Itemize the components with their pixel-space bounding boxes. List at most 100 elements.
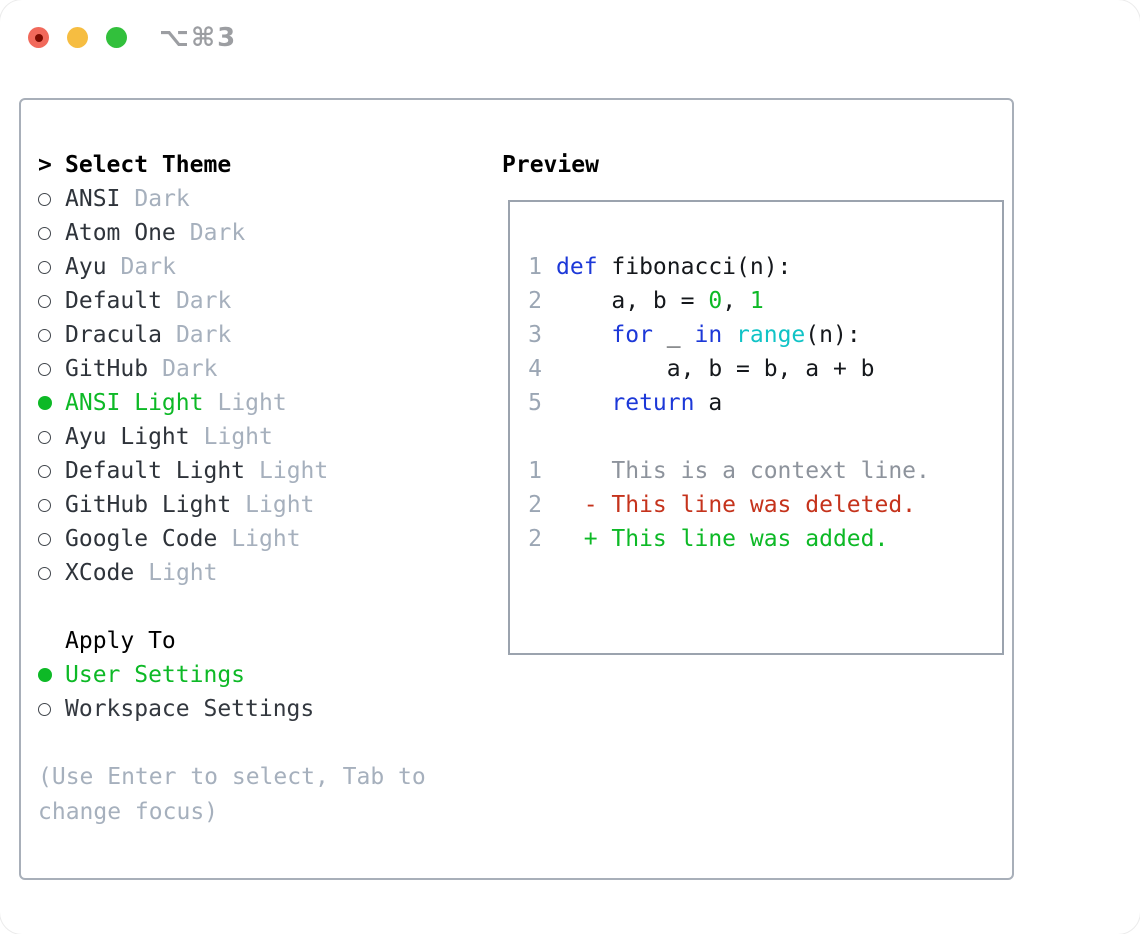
code-text: fibonacci(n): (611, 254, 792, 280)
theme-option-default-light[interactable]: Default Light Light (38, 454, 493, 488)
radio-icon (38, 430, 51, 444)
line-number: 5 (528, 390, 542, 416)
titlebar: ⌥⌘3 (0, 0, 1140, 75)
diff-context-line: 1 This is a context line. (528, 454, 1002, 488)
code-text: , (722, 288, 750, 314)
theme-name: GitHub (65, 356, 149, 382)
theme-name: ANSI (65, 186, 121, 212)
radio-icon (38, 362, 51, 376)
spacer (528, 420, 1002, 454)
code-number-literal: 0 (708, 288, 723, 314)
diff-added-text: + This line was added. (556, 526, 889, 552)
traffic-lights (0, 27, 127, 48)
theme-option-xcode-light[interactable]: XCode Light (38, 556, 493, 590)
code-keyword: in (694, 322, 723, 348)
theme-list-column: > Select Theme ANSI Dark Atom One Dark A… (38, 148, 493, 830)
code-keyword: return (611, 390, 695, 416)
select-theme-header-row: > Select Theme (38, 148, 493, 182)
theme-name: Google Code (65, 526, 218, 552)
keyboard-shortcut-label: ⌥⌘3 (159, 22, 238, 53)
theme-selector-panel: > Select Theme ANSI Dark Atom One Dark A… (19, 98, 1014, 880)
theme-variant: Dark (134, 186, 190, 212)
line-number: 1 (528, 254, 542, 280)
theme-name: Default Light (65, 458, 246, 484)
code-text: _ (652, 322, 695, 348)
theme-name: GitHub Light (65, 492, 232, 518)
theme-option-ayu-dark[interactable]: Ayu Dark (38, 250, 493, 284)
diff-deleted-text: - This line was deleted. (556, 492, 917, 518)
radio-icon (38, 192, 51, 206)
zoom-button[interactable] (106, 27, 127, 48)
code-keyword: for (611, 322, 653, 348)
code-line: 1 def fibonacci(n): (528, 250, 1002, 284)
theme-variant: Light (245, 492, 315, 518)
line-number: 4 (528, 356, 542, 382)
theme-option-atom-one-dark[interactable]: Atom One Dark (38, 216, 493, 250)
radio-icon (38, 498, 51, 512)
preview-title: Preview (502, 152, 599, 178)
theme-option-ansi-light-selected[interactable]: ANSI Light Light (38, 386, 493, 420)
radio-icon (38, 566, 51, 580)
theme-name: Atom One (65, 220, 176, 246)
line-number: 2 (528, 492, 542, 518)
radio-icon (38, 532, 51, 546)
radio-icon (38, 294, 51, 308)
code-text (556, 390, 611, 416)
theme-variant: Dark (189, 220, 246, 246)
line-number: 3 (528, 322, 542, 348)
radio-icon (38, 260, 51, 274)
code-text: (n): (805, 322, 861, 348)
diff-context-text: This is a context line. (556, 458, 930, 484)
apply-to-header-row: Apply To (38, 624, 493, 658)
code-text: a, b = (556, 288, 709, 314)
theme-option-ansi-dark[interactable]: ANSI Dark (38, 182, 493, 216)
code-preview-box: 1 def fibonacci(n): 2 a, b = 0 , 1 3 for (508, 200, 1004, 655)
apply-option-user-settings[interactable]: User Settings (38, 658, 493, 692)
theme-option-github-dark[interactable]: GitHub Dark (38, 352, 493, 386)
close-button[interactable] (28, 27, 49, 48)
preview-column: Preview 1 def fibonacci(n): 2 a, b = 0 ,… (502, 148, 1004, 655)
theme-option-github-light[interactable]: GitHub Light Light (38, 488, 493, 522)
apply-option-label: User Settings (65, 662, 246, 688)
theme-variant: Light (217, 390, 287, 416)
code-line: 2 a, b = 0 , 1 (528, 284, 1002, 318)
code-text: a, b = b, a + b (556, 356, 875, 382)
theme-variant: Light (259, 458, 329, 484)
code-text (556, 322, 611, 348)
theme-option-dracula-dark[interactable]: Dracula Dark (38, 318, 493, 352)
theme-option-google-code-light[interactable]: Google Code Light (38, 522, 493, 556)
code-text: a (694, 390, 723, 416)
code-keyword: def (556, 254, 612, 280)
code-builtin: range (736, 322, 806, 348)
select-theme-title: Select Theme (65, 152, 232, 178)
theme-option-ayu-light[interactable]: Ayu Light Light (38, 420, 493, 454)
line-number: 1 (528, 458, 542, 484)
radio-icon (38, 226, 51, 240)
radio-icon (38, 328, 51, 342)
theme-name: XCode (65, 560, 135, 586)
line-number: 2 (528, 288, 542, 314)
theme-variant: Light (148, 560, 218, 586)
theme-name: Default (65, 288, 162, 314)
spacer (38, 590, 493, 624)
theme-option-default-dark[interactable]: Default Dark (38, 284, 493, 318)
radio-selected-icon (38, 396, 52, 410)
minimize-button[interactable] (67, 27, 88, 48)
radio-icon (38, 702, 51, 716)
theme-variant: Dark (175, 322, 232, 348)
theme-name: Ayu Light (65, 424, 190, 450)
prompt-caret-icon: > (38, 152, 52, 178)
apply-option-workspace-settings[interactable]: Workspace Settings (38, 692, 493, 726)
diff-added-line: 2 + This line was added. (528, 522, 1002, 556)
keyboard-hint-text: (Use Enter to select, Tab to change focu… (38, 764, 426, 825)
theme-name: Ayu (65, 254, 107, 280)
theme-variant: Dark (162, 356, 218, 382)
apply-option-label: Workspace Settings (65, 696, 315, 722)
apply-to-title: Apply To (65, 628, 176, 654)
theme-name: Dracula (65, 322, 162, 348)
code-number-literal: 1 (749, 288, 764, 314)
theme-name: ANSI Light (65, 390, 204, 416)
diff-deleted-line: 2 - This line was deleted. (528, 488, 1002, 522)
code-line: 3 for _ in range (n): (528, 318, 1002, 352)
